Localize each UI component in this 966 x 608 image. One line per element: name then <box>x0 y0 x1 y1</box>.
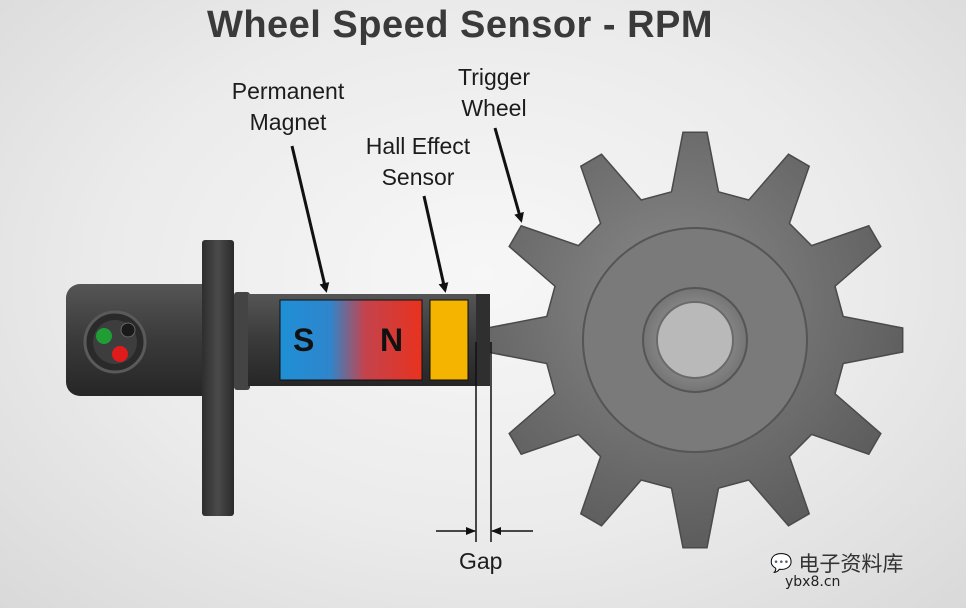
sensor-probe-tip <box>476 294 490 386</box>
north-pole-label: N <box>380 322 404 358</box>
trigger-wheel-label-line1: Trigger <box>458 64 530 90</box>
watermark-name: 电子资料库 <box>798 552 904 576</box>
permanent-magnet-label-line1: Permanent <box>231 78 345 104</box>
watermark: 💬 电子资料库 <box>770 548 903 578</box>
permanent-magnet-label: Permanent Magnet <box>222 76 354 138</box>
gap-label: Gap <box>459 548 503 574</box>
wire-green-pin <box>96 328 112 344</box>
trigger-wheel-label: Trigger Wheel <box>446 62 542 124</box>
flange-collar <box>234 292 250 390</box>
trigger-wheel-label-line2: Wheel <box>461 95 527 121</box>
permanent-magnet-label-line2: Magnet <box>249 109 327 135</box>
south-pole-label: S <box>293 322 315 358</box>
hall-sensor-arrow <box>422 195 449 293</box>
hall-effect-sensor <box>429 299 469 381</box>
watermark-domain: ybx8.cn <box>785 574 841 590</box>
diagram-title: Wheel Speed Sensor - RPM <box>206 4 714 46</box>
mounting-flange <box>202 240 234 516</box>
wire-red-pin <box>112 346 128 362</box>
permanent-magnet-arrow <box>290 145 330 293</box>
hall-effect-sensor-label-line1: Hall Effect <box>365 133 471 159</box>
wire-black-pin <box>120 322 136 338</box>
hall-effect-sensor-label-line2: Sensor <box>381 164 455 190</box>
trigger-wheel-arrow <box>493 127 524 223</box>
wechat-icon: 💬 <box>770 552 793 574</box>
gear-bore <box>656 301 734 379</box>
permanent-magnet <box>279 299 423 381</box>
hall-effect-sensor-label: Hall Effect Sensor <box>356 131 480 193</box>
